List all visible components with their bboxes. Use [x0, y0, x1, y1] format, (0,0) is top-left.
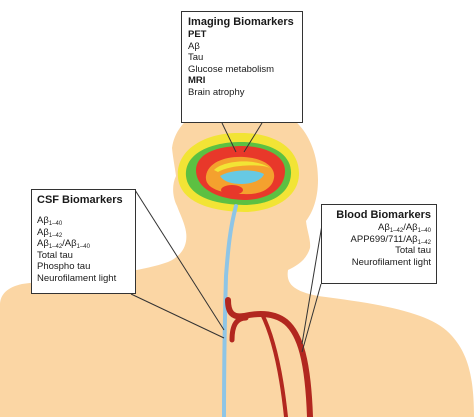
spinal-cord	[222, 204, 238, 417]
pet-item: Tau	[188, 52, 204, 63]
csf-biomarkers-box: CSF Biomarkers Aβ1–40 Aβ1–42 Aβ1–42/Aβ1–…	[31, 189, 136, 294]
blood-leader	[301, 283, 322, 353]
pet-heading: PET	[188, 29, 207, 40]
blood-item: Aβ1–42/Aβ1–40	[378, 222, 431, 234]
pet-item: Aβ	[188, 40, 200, 52]
csf-item: Phospho tau	[37, 261, 91, 272]
csf-item: Neurofilament light	[37, 272, 117, 284]
csf-item: Aβ1–42	[37, 226, 63, 239]
artery	[225, 297, 313, 417]
csf-item: Total tau	[37, 249, 73, 261]
imaging-title: Imaging Biomarkers	[188, 16, 294, 28]
blood-item: Neurofilament light	[351, 256, 431, 268]
csf-leader	[134, 189, 225, 331]
csf-item: Aβ1–42/Aβ1–40	[37, 238, 90, 250]
imaging-leader	[243, 122, 263, 153]
csf-item: Aβ1–40	[37, 215, 63, 227]
brain-red-spot	[221, 185, 243, 195]
corpus-callosum	[214, 161, 270, 172]
blood-biomarkers-box: Blood Biomarkers Aβ1–42/Aβ1–40 APP699/71…	[321, 204, 437, 284]
blood-item: Total tau	[395, 245, 431, 256]
imaging-biomarkers-box: Imaging Biomarkers PET Aβ Tau Glucose me…	[181, 11, 303, 123]
csf-title: CSF Biomarkers	[37, 194, 123, 206]
brain-ventricle	[220, 170, 264, 184]
brain-scan	[177, 132, 300, 212]
mri-heading: MRI	[188, 75, 206, 86]
pet-item: Glucose metabolism	[188, 63, 275, 75]
imaging-leader	[221, 122, 237, 153]
blood-item: APP699/711/Aβ1–42	[350, 233, 431, 246]
blood-title: Blood Biomarkers	[336, 209, 431, 221]
body-silhouette	[0, 101, 474, 417]
csf-leader	[130, 293, 225, 339]
mri-item: Brain atrophy	[188, 86, 245, 98]
leader-lines	[130, 122, 326, 353]
